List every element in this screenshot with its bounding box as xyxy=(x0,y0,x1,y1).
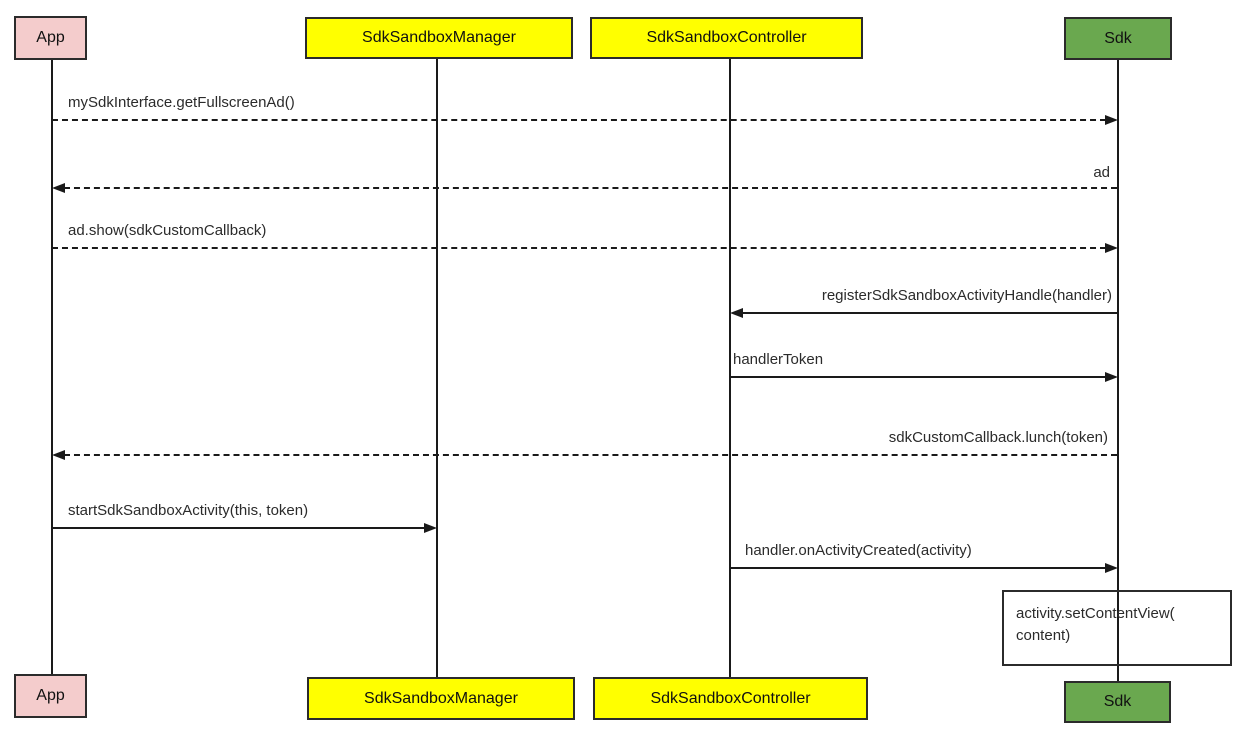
message-label: mySdkInterface.getFullscreenAd() xyxy=(68,94,295,111)
actor-label: SdkSandboxManager xyxy=(364,689,518,707)
actor-box-manager-bottom: SdkSandboxManager xyxy=(307,677,575,720)
message-label: registerSdkSandboxActivityHandle(handler… xyxy=(821,287,1112,304)
actor-label: App xyxy=(36,29,65,46)
actor-label: Sdk xyxy=(1104,29,1132,47)
arrowhead-right-icon xyxy=(1105,115,1118,125)
actor-box-controller-top: SdkSandboxController xyxy=(590,17,863,59)
arrowhead-right-icon xyxy=(1105,563,1118,573)
arrowhead-left-icon xyxy=(52,183,65,193)
arrowhead-right-icon xyxy=(1105,243,1118,253)
actor-label: App xyxy=(36,687,65,704)
message-label: sdkCustomCallback.lunch(token) xyxy=(888,429,1108,446)
actor-label: SdkSandboxController xyxy=(650,689,811,707)
message-line xyxy=(742,312,1118,314)
actor-box-controller-bottom: SdkSandboxController xyxy=(593,677,868,720)
message-line xyxy=(730,567,1106,569)
message-line xyxy=(52,119,1106,121)
message-line xyxy=(64,454,1117,456)
actor-box-manager-top: SdkSandboxManager xyxy=(305,17,573,59)
arrowhead-left-icon xyxy=(52,450,65,460)
lifeline-sdk xyxy=(1117,58,1119,683)
actor-box-sdk-top: Sdk xyxy=(1064,17,1172,60)
note-set-content-view: activity.setContentView( content) xyxy=(1002,590,1232,666)
message-label: startSdkSandboxActivity(this, token) xyxy=(68,502,309,519)
note-line1: activity.setContentView( xyxy=(1016,605,1175,622)
actor-label: SdkSandboxController xyxy=(646,29,807,46)
message-line xyxy=(52,527,425,529)
message-line xyxy=(52,247,1106,249)
message-label: handlerToken xyxy=(733,351,824,368)
message-line xyxy=(730,376,1106,378)
actor-box-app-top: App xyxy=(14,16,87,60)
lifeline-app xyxy=(51,58,53,676)
arrowhead-right-icon xyxy=(1105,372,1118,382)
message-label: handler.onActivityCreated(activity) xyxy=(745,542,972,559)
actor-label: Sdk xyxy=(1103,693,1132,710)
actor-box-sdk-bottom: Sdk xyxy=(1064,681,1171,723)
message-label: ad xyxy=(1093,164,1110,181)
note-line2: content) xyxy=(1016,627,1071,644)
lifeline-manager xyxy=(436,57,438,679)
arrowhead-left-icon xyxy=(730,308,743,318)
actor-box-app-bottom: App xyxy=(14,674,87,718)
arrowhead-right-icon xyxy=(424,523,437,533)
message-label: ad.show(sdkCustomCallback) xyxy=(68,222,267,239)
message-line xyxy=(64,187,1117,189)
actor-label: SdkSandboxManager xyxy=(362,29,516,46)
lifeline-controller xyxy=(729,57,731,679)
